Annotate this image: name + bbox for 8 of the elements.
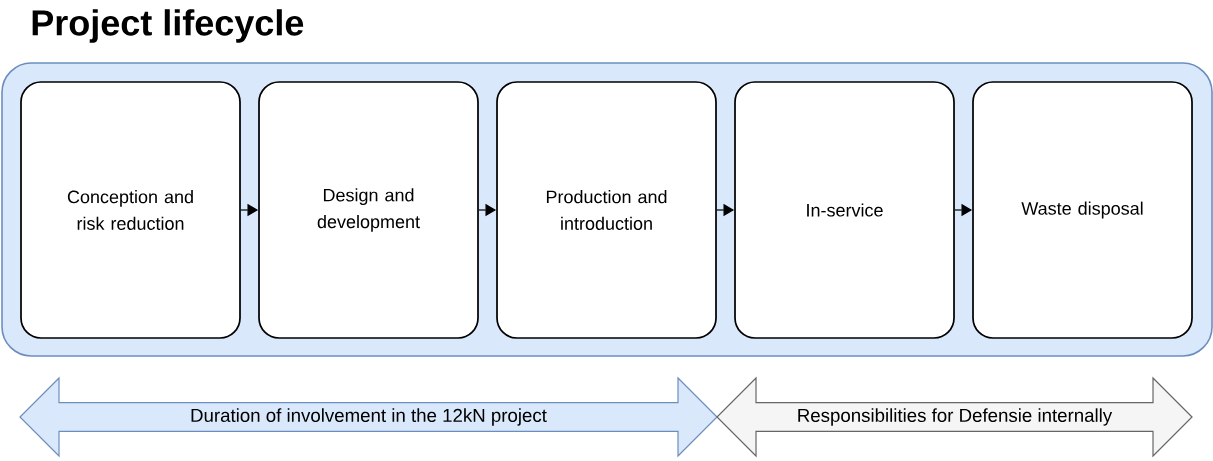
stage-box: Waste disposal — [972, 81, 1193, 339]
timeline-banner: Duration of involvement in the 12kN project — [19, 376, 718, 458]
title: Project lifecycle — [32, 9, 304, 43]
timeline-banner: Responsibilities for Defensie internally — [716, 376, 1193, 458]
stage-box: Design and development — [258, 81, 479, 339]
stage-box: Conception and risk reduction — [20, 81, 241, 339]
stage-box: In-service — [734, 81, 955, 339]
stage-box: Production and introduction — [496, 81, 717, 339]
